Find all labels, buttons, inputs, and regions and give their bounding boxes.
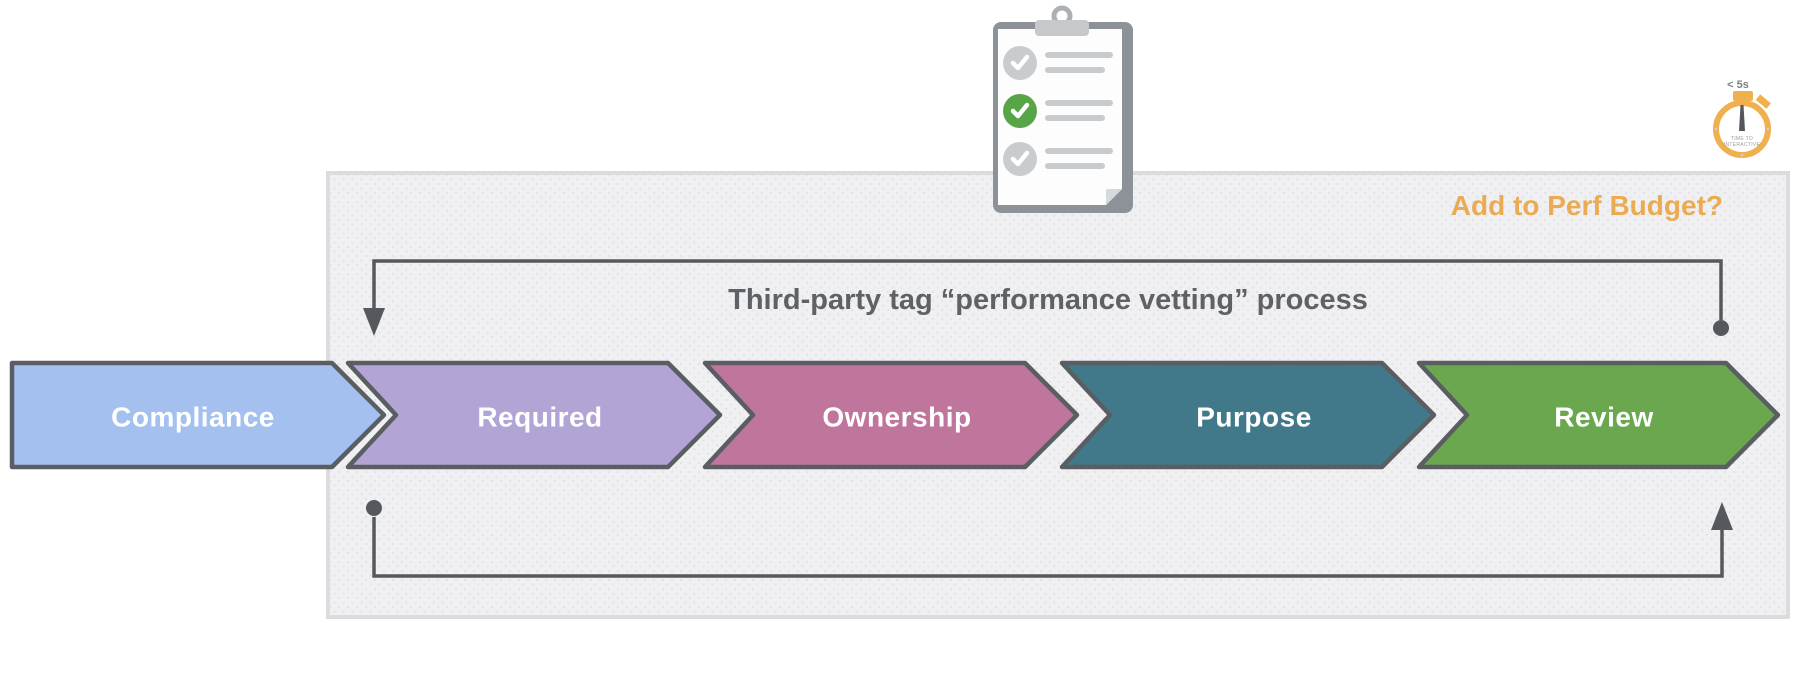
step-label-purpose: Purpose xyxy=(1196,402,1312,433)
checklist-text-line xyxy=(1045,115,1105,121)
up-arrowhead-icon xyxy=(1711,502,1733,530)
top-loop-connector xyxy=(363,259,1729,336)
checklist-text-line xyxy=(1045,100,1113,106)
stopwatch-button xyxy=(1733,91,1753,101)
stopwatch-icon: < 5s TIME TO INTERACTIVE xyxy=(1713,79,1771,158)
step-label-required: Required xyxy=(477,402,602,433)
step-arrow-compliance xyxy=(9,360,387,470)
connector-dot-review xyxy=(1713,320,1729,336)
checklist-item xyxy=(1003,46,1113,80)
down-arrowhead-icon xyxy=(363,308,385,336)
checklist-text-line xyxy=(1045,163,1105,169)
checkmark-glyph xyxy=(1010,150,1030,167)
step-arrow-review xyxy=(1416,360,1781,470)
step-label-ownership: Ownership xyxy=(822,402,971,433)
dial-tick xyxy=(1740,153,1744,157)
stopwatch-crown xyxy=(1755,94,1771,109)
step-label-compliance: Compliance xyxy=(111,402,275,433)
checklist-item xyxy=(1003,142,1113,176)
connector-dot-required xyxy=(366,500,382,516)
checklist-clipboard-icon xyxy=(993,5,1133,213)
step-arrow-ownership xyxy=(702,360,1080,470)
checkmark-glyph xyxy=(1010,102,1030,119)
checklist-item xyxy=(1003,94,1113,128)
step-arrow-required xyxy=(345,360,723,470)
dial-tick xyxy=(1766,127,1770,131)
dial-tick xyxy=(1714,127,1718,131)
bottom-loop-connector xyxy=(366,500,1733,578)
checkmark-glyph xyxy=(1010,54,1030,71)
step-arrow-purpose xyxy=(1059,360,1437,470)
top-loop-line xyxy=(372,259,1723,320)
diagram-title: Third-party tag “performance vetting” pr… xyxy=(728,284,1368,316)
checklist-text-line xyxy=(1045,67,1105,73)
clipboard-clip xyxy=(1035,20,1089,36)
paper-fold-corner xyxy=(1106,189,1122,205)
stopwatch-time-label: < 5s xyxy=(1727,79,1749,91)
bottom-loop-line xyxy=(372,517,1724,578)
step-label-review: Review xyxy=(1554,402,1654,433)
perf-budget-question: Add to Perf Budget? xyxy=(1450,190,1723,221)
stopwatch-needle-icon xyxy=(1739,105,1745,131)
stopwatch-caption-line2: INTERACTIVE xyxy=(1724,142,1761,148)
checklist-text-line xyxy=(1045,148,1113,154)
checklist-text-line xyxy=(1045,52,1113,58)
stopwatch-caption-line1: TIME TO xyxy=(1731,136,1753,142)
